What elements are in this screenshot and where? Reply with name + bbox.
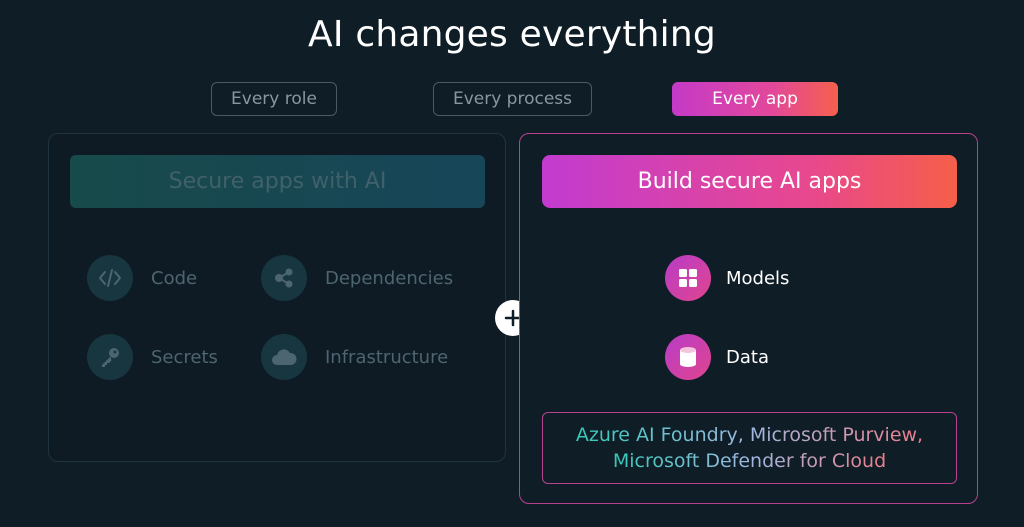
feature-infrastructure: Infrastructure [261,334,448,380]
tab-every-app[interactable]: Every app [672,82,838,116]
feature-data: Data [665,334,769,380]
build-apps-header: Build secure AI apps [542,155,957,208]
feature-models: Models [665,255,789,301]
feature-models-label: Models [726,267,790,289]
products-line-1: Azure AI Foundry, Microsoft Purview, [575,424,924,446]
database-icon [665,334,711,380]
secure-apps-panel: Secure apps with AI Code Dependencies [48,133,506,462]
secure-apps-header: Secure apps with AI [70,155,485,208]
feature-code: Code [87,255,197,301]
feature-secrets: Secrets [87,334,218,380]
feature-data-label: Data [726,346,769,368]
products-line-2: Microsoft Defender for Cloud [612,450,887,472]
feature-infrastructure-label: Infrastructure [325,346,449,368]
key-icon [87,334,133,380]
page-title: AI changes everything [308,14,716,55]
feature-dependencies: Dependencies [261,255,453,301]
products-box: Azure AI Foundry, Microsoft Purview, Mic… [542,412,957,484]
code-icon [87,255,133,301]
tab-every-process[interactable]: Every process [433,82,592,116]
feature-secrets-label: Secrets [151,346,218,368]
cloud-icon [261,334,307,380]
share-icon [261,255,307,301]
feature-code-label: Code [151,267,198,289]
tab-every-role[interactable]: Every role [211,82,337,116]
build-apps-panel: Build secure AI apps Models Data Azure A… [519,133,978,504]
feature-dependencies-label: Dependencies [325,267,454,289]
models-icon [665,255,711,301]
